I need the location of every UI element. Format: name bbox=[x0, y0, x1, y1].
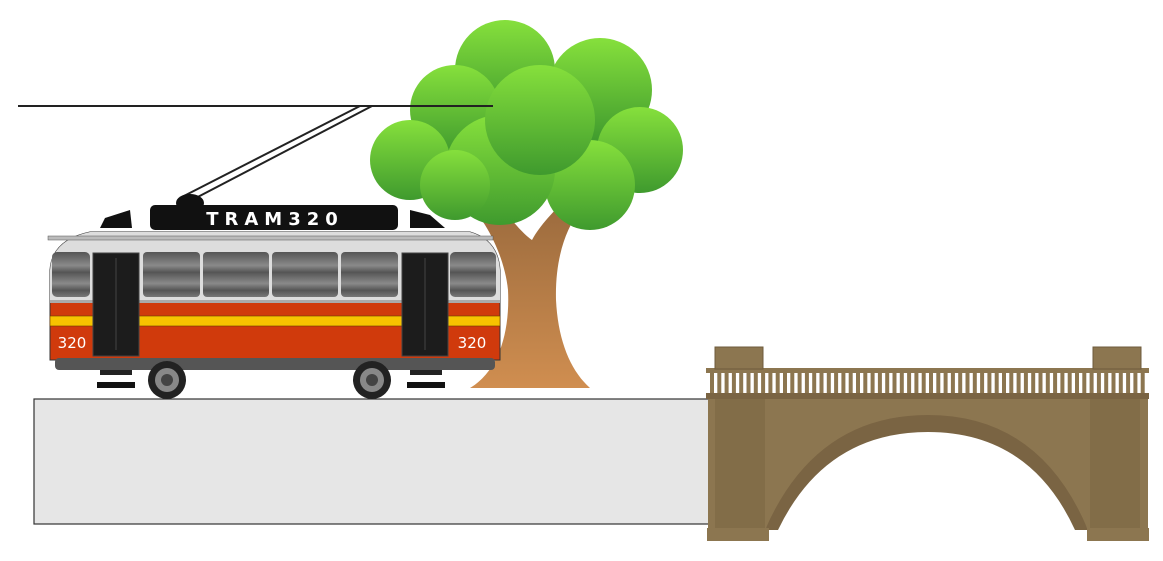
baluster bbox=[994, 373, 999, 393]
tram-number-right: 320 bbox=[458, 334, 487, 352]
baluster bbox=[1060, 373, 1065, 393]
tram-wheel-front bbox=[148, 361, 186, 399]
baluster bbox=[1038, 373, 1043, 393]
baluster bbox=[1111, 373, 1116, 393]
baluster bbox=[877, 373, 882, 393]
tram-number-left: 320 bbox=[58, 334, 87, 352]
baluster bbox=[731, 373, 736, 393]
baluster bbox=[1118, 373, 1123, 393]
baluster bbox=[870, 373, 875, 393]
baluster bbox=[1096, 373, 1101, 393]
baluster bbox=[972, 373, 977, 393]
baluster bbox=[841, 373, 846, 393]
baluster bbox=[790, 373, 795, 393]
bridge bbox=[706, 346, 1149, 541]
bridge-balusters bbox=[710, 373, 1145, 393]
baluster bbox=[907, 373, 912, 393]
baluster bbox=[826, 373, 831, 393]
baluster bbox=[812, 373, 817, 393]
baluster bbox=[1104, 373, 1109, 393]
baluster bbox=[1053, 373, 1058, 393]
baluster bbox=[1016, 373, 1021, 393]
baluster bbox=[739, 373, 744, 393]
baluster bbox=[980, 373, 985, 393]
baluster bbox=[929, 373, 933, 393]
baluster bbox=[1045, 373, 1050, 393]
baluster bbox=[1009, 373, 1014, 393]
baluster bbox=[746, 373, 751, 393]
baluster bbox=[856, 373, 860, 393]
tree bbox=[370, 20, 683, 388]
baluster bbox=[958, 373, 963, 393]
baluster bbox=[1075, 373, 1079, 393]
baluster bbox=[965, 373, 970, 393]
baluster bbox=[1002, 373, 1006, 393]
baluster bbox=[848, 373, 853, 393]
baluster bbox=[921, 373, 926, 393]
tram-sign-text: TRAM320 bbox=[206, 209, 344, 230]
baluster bbox=[761, 373, 766, 393]
tram: TRAM320 320 320 bbox=[47, 194, 501, 399]
baluster bbox=[863, 373, 868, 393]
baluster bbox=[899, 373, 904, 393]
baluster bbox=[892, 373, 897, 393]
baluster bbox=[950, 373, 955, 393]
baluster bbox=[1082, 373, 1087, 393]
baluster bbox=[914, 373, 919, 393]
baluster bbox=[1067, 373, 1072, 393]
baluster bbox=[804, 373, 809, 393]
platform bbox=[33, 398, 716, 525]
baluster bbox=[1023, 373, 1028, 393]
baluster bbox=[1126, 373, 1131, 393]
roof-sign bbox=[150, 205, 398, 230]
baluster bbox=[783, 373, 787, 393]
baluster bbox=[936, 373, 941, 393]
baluster bbox=[1089, 373, 1094, 393]
tree-canopy bbox=[370, 20, 683, 230]
baluster bbox=[797, 373, 802, 393]
baluster bbox=[819, 373, 824, 393]
baluster bbox=[710, 373, 714, 393]
baluster bbox=[1031, 373, 1036, 393]
baluster bbox=[753, 373, 758, 393]
baluster bbox=[943, 373, 948, 393]
tram-wheel-rear bbox=[353, 361, 391, 399]
baluster bbox=[775, 373, 780, 393]
baluster bbox=[1140, 373, 1145, 393]
baluster bbox=[717, 373, 722, 393]
baluster bbox=[768, 373, 773, 393]
baluster bbox=[987, 373, 992, 393]
baluster bbox=[724, 373, 729, 393]
overhead-wire bbox=[18, 105, 493, 201]
baluster bbox=[885, 373, 890, 393]
baluster bbox=[1133, 373, 1138, 393]
tree-trunk bbox=[470, 200, 590, 388]
baluster bbox=[834, 373, 839, 393]
